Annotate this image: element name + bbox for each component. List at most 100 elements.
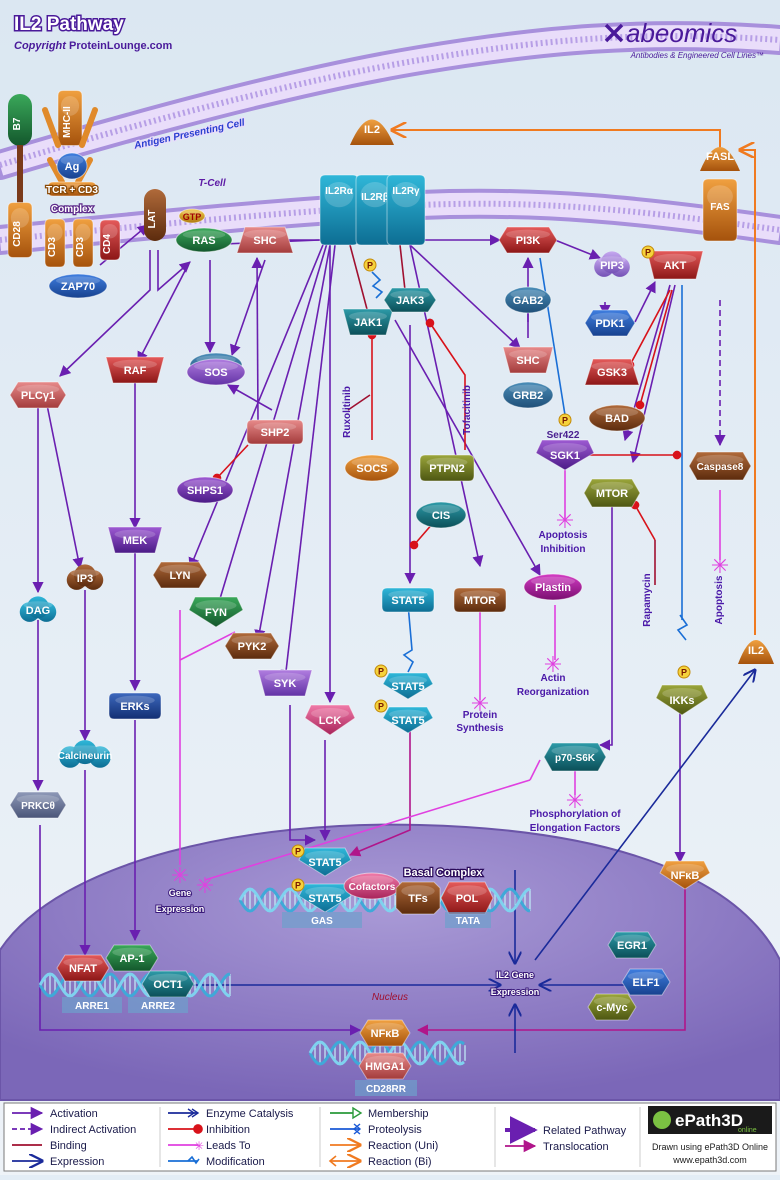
node-grb2b[interactable]: GRB2	[502, 381, 554, 409]
node-nfkb1[interactable]: NFκB	[659, 860, 711, 890]
fyn-label: FYN	[205, 607, 227, 619]
node-erks[interactable]: ERKs	[108, 692, 162, 720]
node-shps1[interactable]: SHPS1	[176, 476, 234, 504]
mek-label: MEK	[123, 535, 148, 547]
tfs-gloss	[401, 885, 435, 897]
node-shp2[interactable]: SHP2	[246, 419, 304, 445]
node-stat5c[interactable]: STAT5	[382, 706, 434, 734]
node-cd3a[interactable]: CD3	[44, 218, 66, 268]
node-cmyc[interactable]: c-Myc	[587, 993, 637, 1021]
node-cd28[interactable]: CD28	[7, 202, 33, 258]
sgk1-label: SGK1	[550, 450, 580, 462]
node-mhc2[interactable]: MHC-II	[57, 90, 83, 146]
node-dag[interactable]: DAG	[19, 596, 57, 622]
node-fas[interactable]: FAS	[702, 178, 738, 242]
node-mtor2[interactable]: MTOR	[453, 587, 507, 613]
node-plcg1[interactable]: PLCγ1	[9, 381, 67, 409]
il2ra-label: IL2Rα	[325, 186, 354, 197]
node-prkc[interactable]: PRKCθ	[9, 791, 67, 819]
node-ag[interactable]: Ag	[56, 152, 88, 180]
node-pi3k[interactable]: PI3K	[498, 226, 558, 254]
node-pdk1[interactable]: PDK1	[584, 309, 636, 337]
node-raf[interactable]: RAF	[105, 356, 165, 384]
node-il2rg[interactable]: IL2Rγ	[386, 174, 426, 246]
node-pyk2[interactable]: PYK2	[224, 632, 280, 660]
shc2-gloss	[509, 349, 547, 359]
node-cofactors[interactable]: Cofactors	[343, 872, 401, 900]
node-p70s6k[interactable]: p70-S6K	[543, 742, 607, 772]
tfs-shape	[395, 881, 441, 915]
node-egr1[interactable]: EGR1	[607, 931, 657, 959]
node-nfkb2[interactable]: NFκB	[359, 1019, 411, 1047]
node-pip3[interactable]: PIP3	[594, 251, 630, 277]
lyn-gloss	[159, 564, 201, 574]
node-stat5d[interactable]: STAT5	[298, 847, 352, 877]
node-calcineurin[interactable]: Calcineurin	[58, 740, 112, 768]
node-stat5b[interactable]: STAT5	[382, 672, 434, 700]
node-stat5a[interactable]: STAT5	[381, 587, 435, 613]
node-tfs[interactable]: TFs	[395, 881, 441, 915]
node-ras[interactable]: RAS	[175, 227, 233, 253]
node-il2rb[interactable]: IL2Rβ	[355, 174, 395, 246]
node-syk[interactable]: SYK	[257, 669, 313, 697]
elf1-label: ELF1	[633, 977, 660, 989]
node-gab2[interactable]: GAB2	[504, 286, 552, 314]
cd28-shape	[7, 202, 33, 258]
node-lck[interactable]: LCK	[304, 704, 356, 736]
il2-label: IL2	[364, 124, 380, 136]
node-socs[interactable]: SOCS	[344, 454, 400, 482]
phospho-circle	[374, 699, 388, 713]
node-bad[interactable]: BAD	[588, 404, 646, 432]
node-cd3b[interactable]: CD3	[72, 218, 94, 268]
caspase8-shape	[688, 451, 752, 481]
prkc-label: PRKCθ	[21, 801, 55, 812]
actin-reorg-label-2: Reorganization	[517, 687, 589, 698]
node-oct1[interactable]: OCT1	[141, 970, 195, 998]
node-zap70[interactable]: ZAP70	[48, 273, 108, 299]
node-b7[interactable]: B7	[8, 94, 32, 146]
mtor1-gloss	[590, 481, 634, 492]
cmyc-gloss	[593, 996, 631, 1006]
cis-label: CIS	[432, 510, 450, 522]
gsk3-gloss	[591, 361, 633, 371]
node-ikks[interactable]: IKKs	[655, 684, 709, 716]
epath3d-brand: ePath3D	[675, 1111, 743, 1130]
node-ap1[interactable]: AP-1	[105, 944, 159, 972]
node-mek[interactable]: MEK	[107, 526, 163, 554]
node-gsk3[interactable]: GSK3	[584, 358, 640, 386]
ap1-label: AP-1	[119, 953, 144, 965]
node-shc2[interactable]: SHC	[502, 346, 554, 374]
node-shc1[interactable]: SHC	[236, 226, 294, 254]
node-jak3[interactable]: JAK3	[383, 287, 437, 313]
node-elf1[interactable]: ELF1	[621, 968, 671, 996]
node-fyn[interactable]: FYN	[188, 596, 244, 628]
node-tcr[interactable]: TCR + CD3	[45, 181, 100, 197]
node-pol[interactable]: POL	[440, 881, 494, 915]
node-sos[interactable]: SOS	[186, 358, 246, 386]
node-nfat[interactable]: NFAT	[56, 954, 110, 982]
node-lat[interactable]: LAT	[144, 189, 166, 241]
node-ptpn2[interactable]: PTPN2	[419, 454, 475, 482]
node-ip3[interactable]: IP3	[66, 564, 104, 590]
sos-gloss	[193, 361, 239, 371]
stat5b-gloss	[389, 675, 427, 685]
node-mtor1[interactable]: MTOR	[583, 478, 641, 508]
node-caspase8[interactable]: Caspase8	[688, 451, 752, 481]
node-hmga1[interactable]: HMGA1	[358, 1052, 412, 1080]
node-il2[interactable]: IL2	[350, 119, 394, 146]
node-sgk1[interactable]: SGK1	[535, 439, 595, 471]
legend-col2-0-label: Enzyme Catalysis	[206, 1108, 294, 1120]
edge	[204, 779, 531, 881]
node-cd4[interactable]: CD4	[99, 219, 121, 261]
node-akt[interactable]: AKT	[646, 250, 704, 280]
node-fasl[interactable]: FASL	[700, 147, 740, 171]
legend-col3-1: Proteolysis	[330, 1123, 422, 1136]
node-jak1[interactable]: JAK1	[342, 308, 394, 336]
node-gtp[interactable]: GTP	[178, 208, 206, 224]
node-stat5e[interactable]: STAT5	[298, 883, 352, 913]
node-il2ra[interactable]: IL2Rα	[319, 174, 359, 246]
node-plastin[interactable]: Plastin	[523, 573, 583, 601]
node-il2b[interactable]: IL2	[738, 640, 774, 664]
node-cis[interactable]: CIS	[415, 501, 467, 529]
node-lyn[interactable]: LYN	[152, 561, 208, 589]
